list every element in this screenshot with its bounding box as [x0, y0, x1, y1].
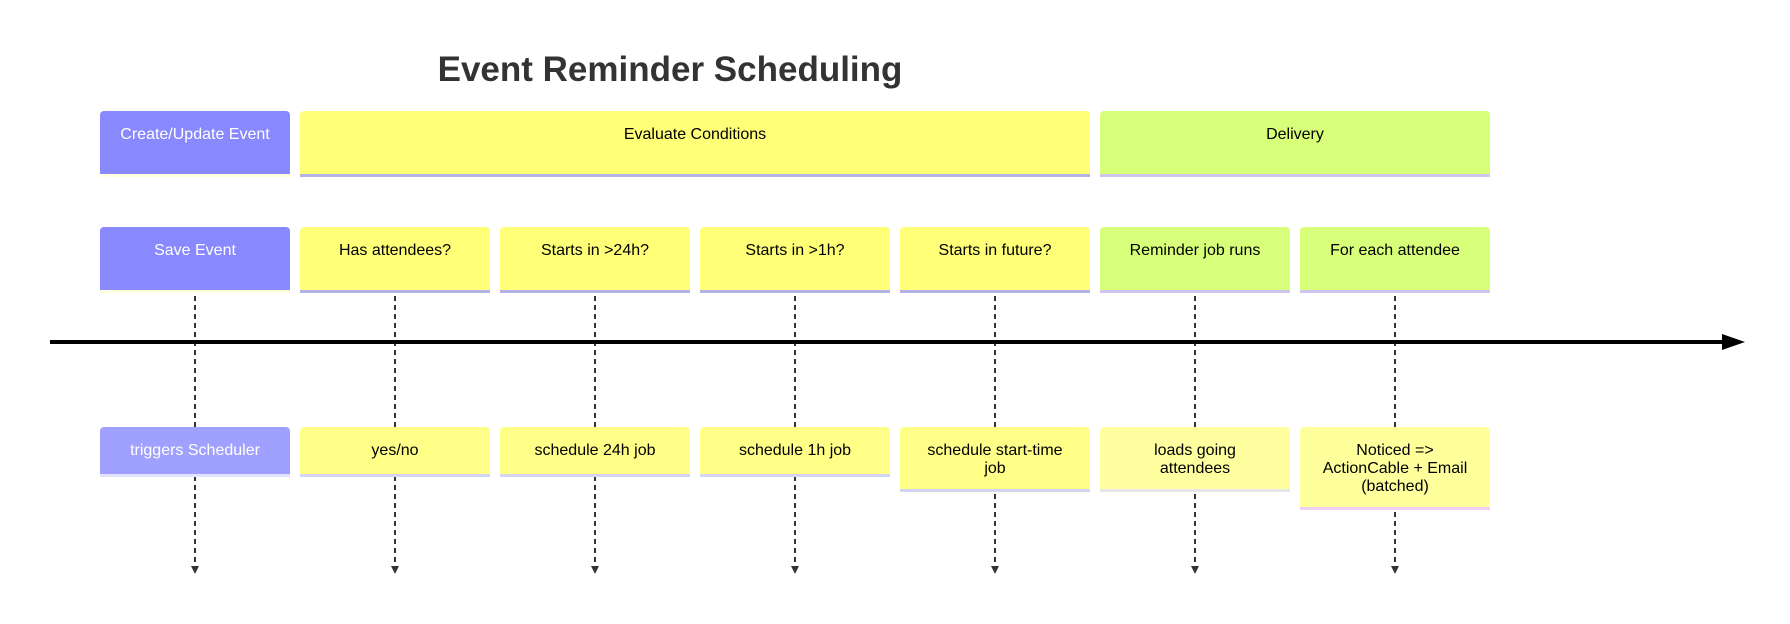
note-schedule-start-time-job: schedule start-time job: [900, 427, 1090, 492]
section-create-update-event: Create/Update Event: [100, 111, 290, 177]
task-has-attendees: Has attendees?: [300, 227, 490, 293]
note-triggers-scheduler: triggers Scheduler: [100, 427, 290, 477]
task-starts-in-24h: Starts in >24h?: [500, 227, 690, 293]
diagram-title: Event Reminder Scheduling: [437, 50, 903, 89]
task-starts-in-1h: Starts in >1h?: [700, 227, 890, 293]
note-schedule-1h-job: schedule 1h job: [700, 427, 890, 477]
section-evaluate-conditions: Evaluate Conditions: [300, 111, 1090, 177]
note-loads-going-attendees: loads going attendees: [1100, 427, 1290, 492]
task-save-event: Save Event: [100, 227, 290, 293]
note-noticed-actioncable-email: Noticed => ActionCable + Email (batched): [1300, 427, 1490, 510]
task-for-each-attendee: For each attendee: [1300, 227, 1490, 293]
timeline-axis: [50, 334, 1745, 350]
task-reminder-job-runs: Reminder job runs: [1100, 227, 1290, 293]
timeline-arrowhead: [1722, 334, 1745, 350]
note-schedule-24h-job: schedule 24h job: [500, 427, 690, 477]
section-delivery: Delivery: [1100, 111, 1490, 177]
task-starts-in-future: Starts in future?: [900, 227, 1090, 293]
note-yes-no: yes/no: [300, 427, 490, 477]
